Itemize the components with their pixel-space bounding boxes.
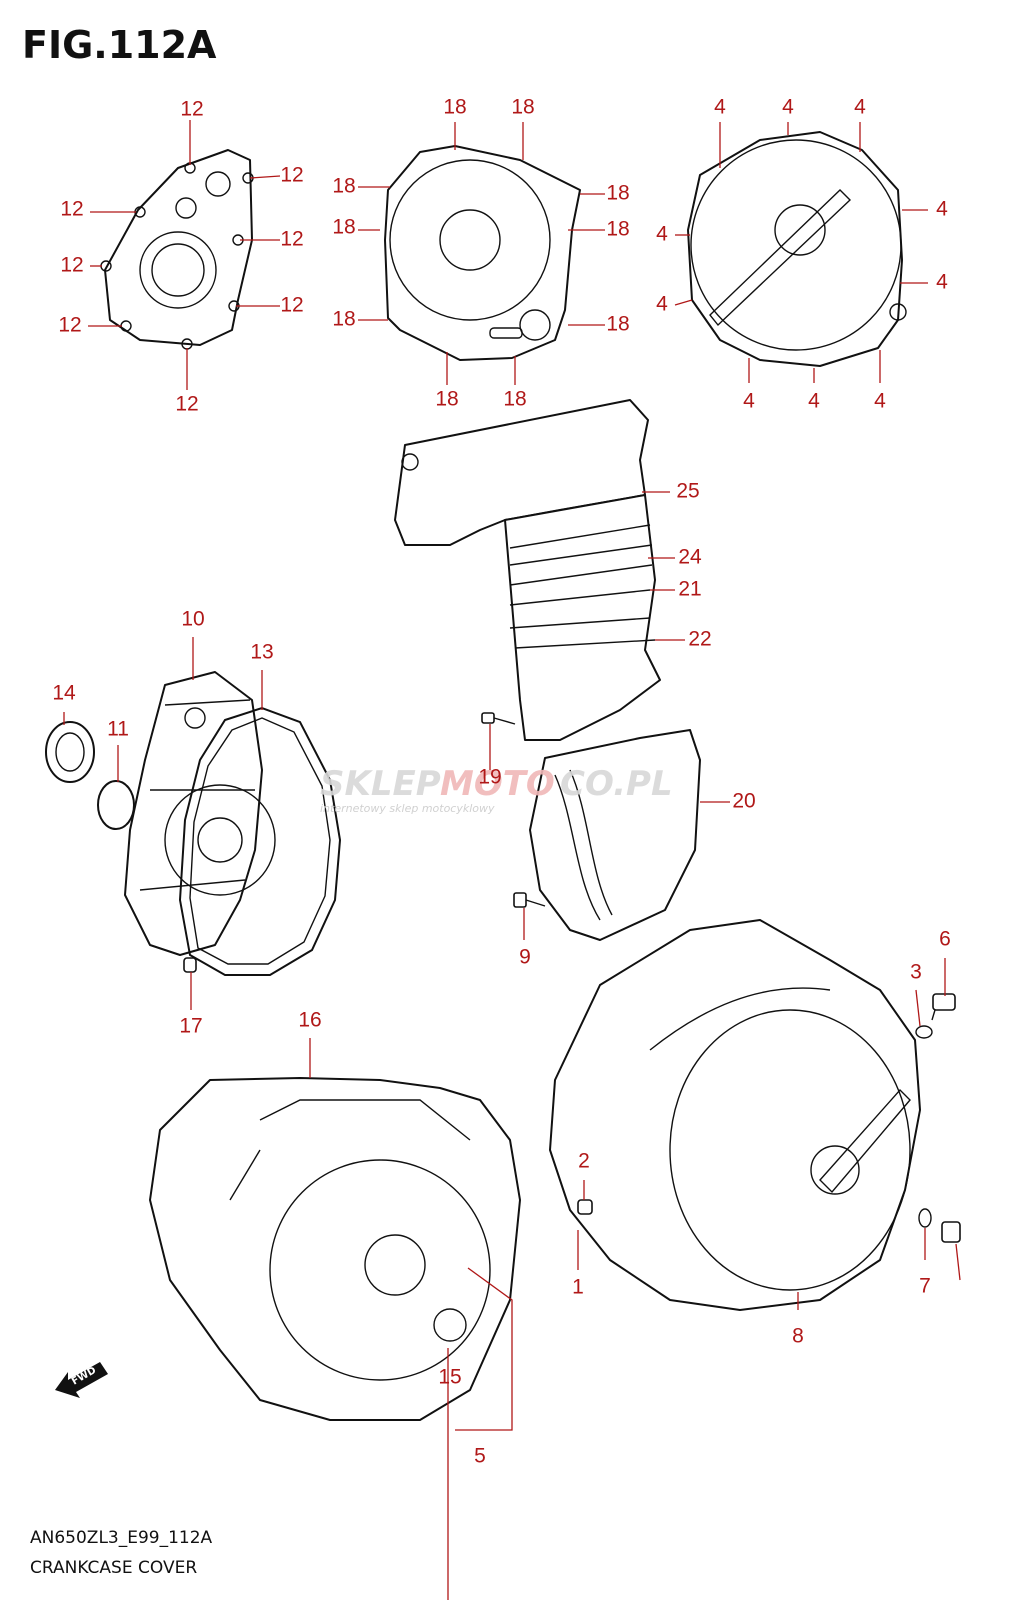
fwd-arrow-icon: FWD [55, 1362, 108, 1398]
svg-text:internetowy sklep motocyklowy: internetowy sklep motocyklowy [320, 802, 495, 815]
part-generator-cover [687, 131, 907, 367]
callout-11: 17 [179, 1015, 202, 1038]
watermark: SKLEP MOTO CO.PL internetowy sklep motoc… [320, 764, 673, 815]
callout-25: 24 [678, 546, 702, 569]
callout-2: 1 [572, 1276, 584, 1299]
svg-text:MOTO: MOTO [440, 764, 555, 804]
callout-18: 18 [332, 216, 355, 239]
callout-12: 12 [180, 98, 203, 121]
part-screw-20 [513, 892, 546, 908]
part-o-ring-14 [97, 780, 135, 830]
callout-19: 20 [732, 790, 755, 813]
part-oil-seal-13 [45, 721, 95, 783]
callout-8: 7 [919, 1275, 931, 1298]
part-outer-clutch-cover [149, 1077, 521, 1421]
callout-12: 12 [280, 294, 303, 317]
callout-4: 4 [936, 198, 948, 221]
leader-lines [63, 120, 961, 1600]
part-bolt-5 [931, 993, 956, 1021]
part-dowel-pin-3 [577, 1199, 593, 1215]
callout-16: 15 [438, 1366, 461, 1389]
callout-6: 3 [910, 961, 922, 984]
svg-text:SKLEP: SKLEP [320, 764, 441, 804]
part-bolt-7 [941, 1221, 961, 1243]
callout-4: 4 [808, 390, 820, 413]
callout-12: 12 [60, 254, 83, 277]
part-screw-22 [481, 712, 516, 725]
callout-14: 11 [107, 718, 129, 741]
callout-12: 12 [175, 393, 198, 416]
figure-caption: CRANKCASE COVER [30, 1558, 197, 1578]
callout-4: 4 [782, 96, 794, 119]
part-dowel-pin-11 [183, 957, 197, 973]
callout-13: 14 [52, 682, 76, 705]
callout-18: 18 [332, 308, 355, 331]
part-small-cover [100, 149, 254, 350]
svg-text:CO.PL: CO.PL [560, 764, 673, 804]
callout-21: 22 [688, 628, 711, 651]
callout-9: 10 [181, 608, 204, 631]
callout-4: 4 [874, 390, 886, 413]
callout-10: 13 [250, 641, 273, 664]
part-washer-8 [918, 1208, 932, 1228]
callout-18: 18 [606, 218, 629, 241]
callout-24: 21 [678, 578, 701, 601]
callout-15: 5 [474, 1445, 486, 1468]
callout-18: 18 [332, 175, 355, 198]
callout-labels: 12 12 12 12 12 12 12 12 12 18 18 18 18 1… [52, 96, 951, 1468]
part-generator-outer-cover [549, 919, 921, 1311]
figure-title: FIG.112A [22, 23, 217, 67]
callout-22: 19 [478, 766, 501, 789]
callout-17: 16 [298, 1009, 321, 1032]
callout-4: 4 [714, 96, 726, 119]
callout-12: 12 [280, 164, 303, 187]
callout-23: 25 [676, 480, 699, 503]
callout-4: 4 [854, 96, 866, 119]
callout-18: 18 [606, 313, 629, 336]
figure-code: AN650ZL3_E99_112A [30, 1528, 213, 1548]
callout-4: 4 [656, 223, 668, 246]
callout-18: 18 [503, 388, 526, 411]
callout-12: 12 [60, 198, 83, 221]
part-inner-cover [124, 671, 276, 956]
callout-20: 9 [519, 946, 531, 969]
callout-18: 18 [435, 388, 458, 411]
part-air-duct [394, 399, 661, 741]
callout-18: 18 [511, 96, 534, 119]
callout-12: 12 [280, 228, 303, 251]
callout-3: 2 [578, 1150, 590, 1173]
callout-12: 12 [58, 314, 81, 337]
callout-4: 4 [936, 271, 948, 294]
callout-5: 6 [939, 928, 951, 951]
callout-18: 18 [443, 96, 466, 119]
callout-1: 8 [792, 1325, 804, 1348]
part-clutch-cover [384, 145, 581, 361]
callout-18: 18 [606, 182, 629, 205]
callout-4: 4 [656, 293, 668, 316]
part-gasket [178, 706, 342, 976]
part-washer-6 [915, 1025, 933, 1039]
callout-4: 4 [743, 390, 755, 413]
part-shroud [529, 729, 701, 941]
